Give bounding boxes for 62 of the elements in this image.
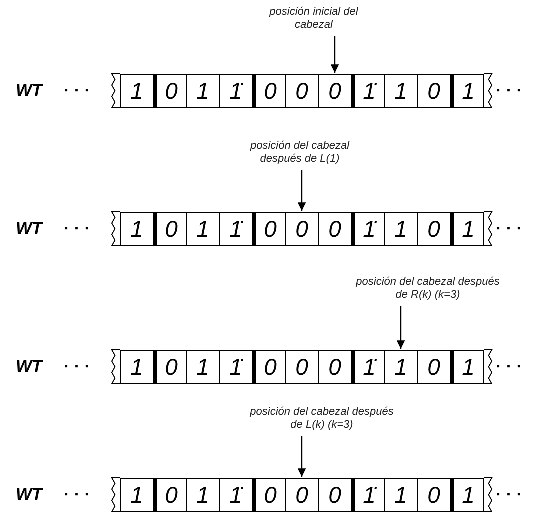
tape-cell: 1̇ <box>351 212 385 246</box>
ellipsis: · · · <box>64 357 90 377</box>
tape-cell: 1̇ <box>351 478 385 512</box>
tape-label: WT <box>16 81 42 101</box>
tape-cell: 1 <box>186 212 220 246</box>
tape-cell: 1̇ <box>219 350 253 384</box>
tape-label: WT <box>16 485 42 505</box>
tape-cell: 0 <box>153 74 187 108</box>
tape-cell: 0 <box>252 74 286 108</box>
arrow <box>298 436 306 477</box>
tape-cell: 1 <box>186 74 220 108</box>
tape-cell: 0 <box>252 350 286 384</box>
tape-cell: 1̇ <box>351 350 385 384</box>
tape-cell: 1 <box>384 478 418 512</box>
tape-cell: 0 <box>252 478 286 512</box>
arrow <box>298 170 306 211</box>
ellipsis: · · · <box>64 485 90 505</box>
tape-cell: 1 <box>384 212 418 246</box>
tape-cell: 1 <box>186 478 220 512</box>
arrow <box>396 306 406 349</box>
tape-cell: 1 <box>120 478 154 512</box>
ellipsis: · · · <box>496 485 522 505</box>
ellipsis: · · · <box>64 81 90 101</box>
tape-cell: 0 <box>285 478 319 512</box>
tape-cell: 1 <box>450 74 484 108</box>
tape-cell: 1 <box>384 74 418 108</box>
tape-cell: 1̇ <box>351 74 385 108</box>
ellipsis: · · · <box>496 219 522 239</box>
tape-cell: 0 <box>417 478 451 512</box>
tape-cell: 0 <box>318 350 352 384</box>
tape-cell: 1 <box>120 74 154 108</box>
tape-cell: 0 <box>417 350 451 384</box>
annotation-text: posición del cabezal después de R(k) (k=3) <box>353 276 503 302</box>
tape-cell: 1 <box>120 350 154 384</box>
tape-cell: 0 <box>417 74 451 108</box>
tape-cell: 1 <box>120 212 154 246</box>
tape-cell: 0 <box>252 212 286 246</box>
tape-cell: 1 <box>384 350 418 384</box>
tape-cell: 1 <box>186 350 220 384</box>
tape-cell: 1 <box>450 478 484 512</box>
tape-label: WT <box>16 357 42 377</box>
tape-cell: 0 <box>153 478 187 512</box>
tape-cell: 1 <box>450 212 484 246</box>
ellipsis: · · · <box>64 219 90 239</box>
ellipsis: · · · <box>496 357 522 377</box>
tape-cell: 0 <box>153 350 187 384</box>
tape-cell: 0 <box>285 212 319 246</box>
tape-cell: 1̇ <box>219 478 253 512</box>
tape-cell: 0 <box>318 212 352 246</box>
tape-cell: 0 <box>285 74 319 108</box>
annotation-text: posición del cabezal después de L(k) (k=3) <box>247 406 397 432</box>
tape-cell: 0 <box>153 212 187 246</box>
tape-cell: 1̇ <box>219 74 253 108</box>
tape-cell: 0 <box>285 350 319 384</box>
arrow <box>330 36 340 73</box>
tape-cell: 1 <box>450 350 484 384</box>
tape-cell: 0 <box>318 478 352 512</box>
tape-cell: 1̇ <box>219 212 253 246</box>
tape-cell: 0 <box>318 74 352 108</box>
tape-cell: 0 <box>417 212 451 246</box>
ellipsis: · · · <box>496 81 522 101</box>
tape-label: WT <box>16 219 42 239</box>
